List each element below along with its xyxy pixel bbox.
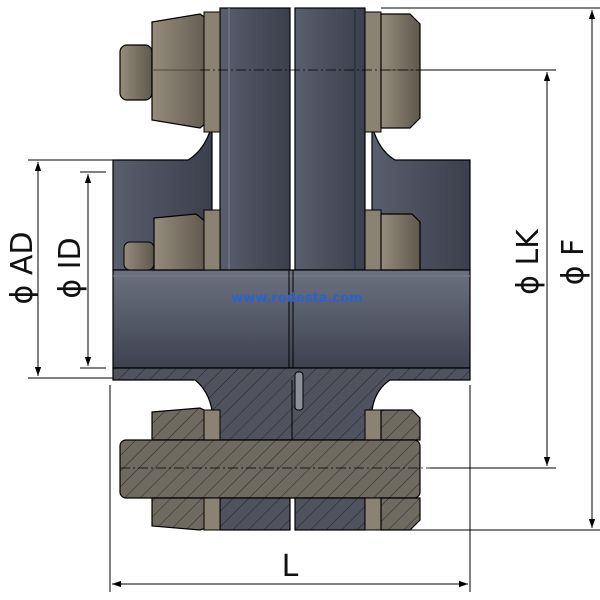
dimension-lines [28,7,600,592]
dim-label-ad: ϕ AD [5,232,40,305]
watermark: www.rodesta.com [231,291,362,306]
dim-label-f: ϕ F [556,239,591,286]
dim-label-id: ϕ ID [53,237,88,298]
dim-label-l: L [282,549,299,584]
middle-bolt [123,209,421,271]
upper-bolt [119,11,421,133]
dim-label-lk: ϕ LK [511,228,546,295]
flange-body-upper [112,7,471,271]
pipe [112,269,471,369]
section-view [112,367,471,531]
